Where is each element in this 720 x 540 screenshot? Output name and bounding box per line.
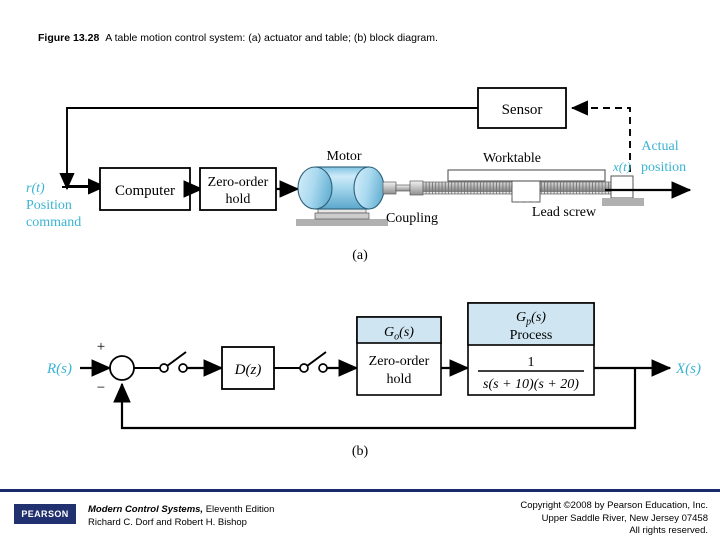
zoh-b-header-sub: o bbox=[394, 332, 399, 343]
book-authors: Richard C. Dorf and Robert H. Bishop bbox=[88, 517, 247, 528]
lead-screw-bearing-base bbox=[602, 198, 644, 206]
copyright-line-2: Upper Saddle River, New Jersey 07458 bbox=[541, 512, 708, 524]
lead-screw-assembly: Lead screw bbox=[422, 173, 644, 220]
sampler2-right-contact bbox=[318, 363, 328, 373]
motor-shaft bbox=[395, 184, 411, 192]
process-header-arg: (s) bbox=[531, 310, 546, 325]
summing-junction bbox=[109, 355, 135, 381]
lead-screw-bearing bbox=[610, 175, 634, 199]
part-a-output-line2: position bbox=[641, 160, 686, 175]
process-header-base: G bbox=[516, 310, 526, 325]
motor-label: Motor bbox=[327, 149, 362, 164]
sensor-block-label: Sensor bbox=[502, 102, 543, 118]
copyright-line-1: Copyright ©2008 by Pearson Education, In… bbox=[520, 500, 708, 511]
process-header-bg bbox=[467, 302, 595, 346]
zoh-b-header-bg bbox=[356, 316, 442, 344]
coupling-assembly: Coupling bbox=[382, 180, 438, 226]
worktable-plate bbox=[447, 169, 606, 182]
part-a-group: Sensor r(t) Position command Computer Ze… bbox=[26, 87, 692, 263]
part-a-output-symbol: x(t) bbox=[612, 159, 631, 174]
book-title: Modern Control Systems, bbox=[88, 504, 204, 515]
part-a-feedback-path bbox=[66, 107, 478, 184]
part-a-input-line1: Position bbox=[26, 198, 72, 213]
motor-assembly: Motor bbox=[296, 149, 388, 226]
zoh-a-line1: Zero-order bbox=[208, 175, 269, 190]
coupling-label: Coupling bbox=[386, 211, 438, 226]
sampler1-left-contact bbox=[159, 363, 169, 373]
part-b-group: R(s) + − D(z) Go(s) Zero-order hold bbox=[46, 302, 701, 459]
zoh-b-header-label: Go(s) bbox=[384, 325, 414, 343]
controller-block bbox=[221, 346, 275, 390]
book-edition: Eleventh Edition bbox=[203, 504, 275, 515]
part-a-input-line2: command bbox=[26, 215, 81, 230]
part-a-input-symbol: r(t) bbox=[26, 181, 45, 196]
pearson-logo-text: PEARSON bbox=[21, 509, 69, 519]
part-b-caption: (b) bbox=[352, 444, 369, 459]
process-header-sub: p bbox=[525, 317, 531, 328]
book-info: Modern Control Systems, Eleventh Edition… bbox=[88, 503, 274, 529]
figure-caption: Figure 13.28 A table motion control syste… bbox=[38, 32, 438, 44]
sampler2-blade bbox=[306, 351, 327, 367]
zero-order-hold-block-b: Go(s) Zero-order hold bbox=[356, 316, 442, 396]
motor-end-cap-right bbox=[353, 166, 385, 210]
process-header-line2: Process bbox=[510, 328, 553, 343]
zoh-b-line2: hold bbox=[387, 372, 412, 387]
zoh-a-line2: hold bbox=[226, 192, 251, 207]
zero-order-hold-block-a bbox=[199, 167, 277, 211]
process-denominator: s(s + 10)(s + 20) bbox=[483, 377, 579, 392]
computer-block-label: Computer bbox=[115, 183, 175, 199]
part-a-caption: (a) bbox=[352, 248, 368, 263]
computer-block bbox=[99, 167, 191, 211]
motor-floor-slab bbox=[296, 219, 388, 226]
sampler1-right-contact bbox=[178, 363, 188, 373]
sampler2-left-contact bbox=[299, 363, 309, 373]
process-numerator: 1 bbox=[528, 355, 535, 370]
coupling-body bbox=[409, 180, 424, 196]
sensor-block bbox=[477, 87, 567, 129]
summing-plus-sign: + bbox=[97, 339, 105, 355]
worktable-assembly: Worktable bbox=[447, 151, 606, 182]
copyright-line-3: All rights reserved. bbox=[629, 525, 708, 536]
zoh-b-line1: Zero-order bbox=[369, 354, 430, 369]
process-header-label: Gp(s) bbox=[516, 310, 546, 328]
figure-diagram: Sensor r(t) Position command Computer Ze… bbox=[26, 87, 701, 459]
worktable-label: Worktable bbox=[483, 151, 541, 166]
figure-label: Figure 13.28 bbox=[38, 32, 100, 44]
zoh-b-header-arg: (s) bbox=[399, 325, 414, 340]
motor-foot-lower bbox=[314, 212, 370, 220]
process-block: Gp(s) Process 1 s(s + 10)(s + 20) bbox=[467, 302, 595, 396]
motor-end-cap-left bbox=[297, 166, 333, 210]
copyright-block: Copyright ©2008 by Pearson Education, In… bbox=[520, 500, 708, 538]
controller-block-label: D(z) bbox=[234, 362, 262, 378]
sensor-dashed-feedback bbox=[583, 107, 631, 196]
footer-divider bbox=[0, 489, 720, 492]
zoh-b-header-base: G bbox=[384, 325, 394, 340]
part-b-output-label: X(s) bbox=[675, 361, 701, 377]
figure-caption-text: A table motion control system: (a) actua… bbox=[105, 32, 438, 44]
part-b-feedback-path bbox=[120, 368, 637, 430]
lead-screw-label: Lead screw bbox=[532, 205, 597, 220]
part-a-output-line1: Actual bbox=[641, 139, 678, 154]
pearson-logo: PEARSON bbox=[14, 504, 76, 524]
summing-minus-sign: − bbox=[97, 380, 105, 396]
sampler1-blade bbox=[166, 351, 187, 367]
motor-shaft-hub bbox=[382, 181, 397, 195]
part-b-input-label: R(s) bbox=[46, 361, 72, 377]
